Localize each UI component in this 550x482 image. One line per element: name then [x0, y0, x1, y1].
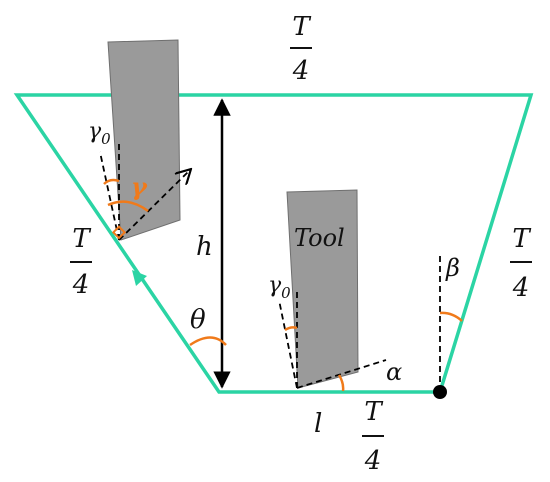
- beta-arc: [439, 311, 463, 322]
- label-upper-gamma0-base: γ: [88, 119, 102, 144]
- fraction-right-denominator: 4: [512, 273, 530, 303]
- fraction-right: T 4: [510, 224, 532, 303]
- fraction-top: T 4: [290, 12, 312, 86]
- fraction-bottom: T 4: [362, 397, 384, 476]
- label-upper-gamma0: γ0: [88, 119, 111, 148]
- label-lower-gamma0-base: γ: [268, 273, 282, 298]
- theta-arc: [189, 336, 227, 347]
- label-tool: Tool: [294, 224, 345, 252]
- upper-velocity-direction: [118, 170, 190, 241]
- lower-gamma0-arc: [284, 326, 298, 332]
- upper-gamma0-arc: [103, 178, 120, 185]
- fraction-left: T 4: [70, 224, 92, 300]
- fraction-right-numerator: T: [512, 224, 531, 254]
- upper-tool: [107, 39, 181, 241]
- upper-right-angle-mark: [111, 225, 127, 240]
- arrow-up-icon: [132, 270, 147, 286]
- fraction-bottom-denominator: 4: [364, 446, 382, 476]
- lower-tool: [286, 189, 359, 389]
- label-upper-gamma0-sub: 0: [101, 130, 111, 148]
- label-gamma: γ: [131, 172, 148, 201]
- fraction-left-numerator: T: [72, 224, 91, 254]
- label-lower-gamma0: γ0: [268, 273, 291, 302]
- label-alpha: α: [386, 358, 402, 386]
- upper-gamma0-reference: [99, 151, 120, 241]
- lower-alpha-reference: [296, 359, 387, 389]
- lower-alpha-arc: [337, 374, 345, 392]
- lower-gamma0-reference: [278, 299, 298, 389]
- filled-circle-icon: [433, 385, 447, 399]
- upper-gamma-arc: [107, 200, 149, 213]
- fraction-top-denominator: 4: [292, 56, 310, 86]
- label-lower-gamma0-sub: 0: [281, 284, 291, 302]
- label-h: h: [196, 232, 213, 262]
- label-beta: β: [445, 254, 460, 282]
- fraction-left-denominator: 4: [72, 270, 90, 300]
- label-theta: θ: [190, 305, 206, 335]
- label-l: l: [314, 409, 322, 439]
- fraction-bottom-numerator: T: [364, 397, 383, 427]
- fraction-top-numerator: T: [292, 12, 311, 42]
